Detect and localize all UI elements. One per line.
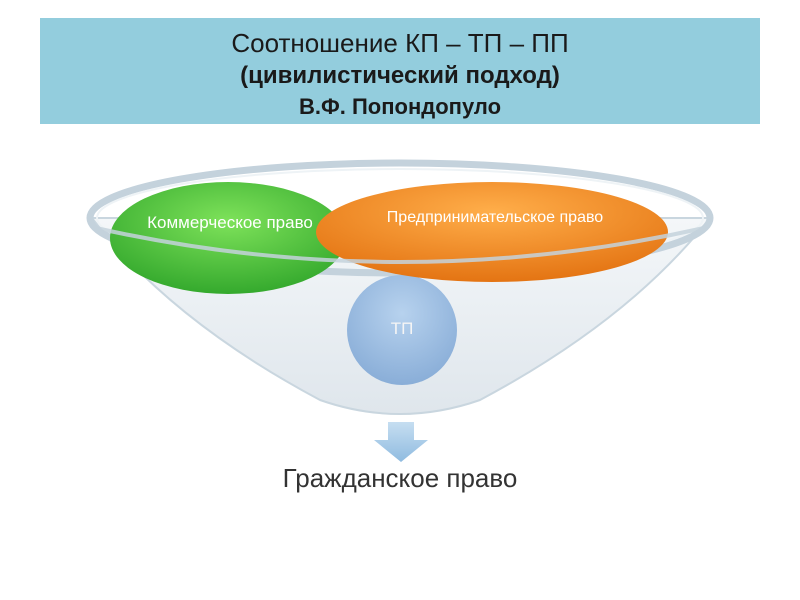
- title-bar: Соотношение КП – ТП – ПП (цивилистически…: [40, 18, 760, 124]
- title-line-2: (цивилистический подход): [240, 62, 560, 89]
- funnel-rim-front: [95, 226, 705, 264]
- pp-label: Предпринимательское право: [386, 209, 604, 226]
- kp-label: Коммерческое право: [147, 213, 313, 232]
- tp-label: ТП: [390, 319, 414, 338]
- pp-circle: [316, 182, 668, 282]
- title-line-3: В.Ф. Попондопуло: [298, 94, 502, 119]
- tp-circle: [347, 275, 457, 385]
- title-line-1: Соотношение КП – ТП – ПП: [231, 28, 569, 58]
- kp-circle: [110, 182, 346, 294]
- gp-label: Гражданское право: [282, 463, 518, 493]
- arrow-down-icon: [374, 422, 428, 462]
